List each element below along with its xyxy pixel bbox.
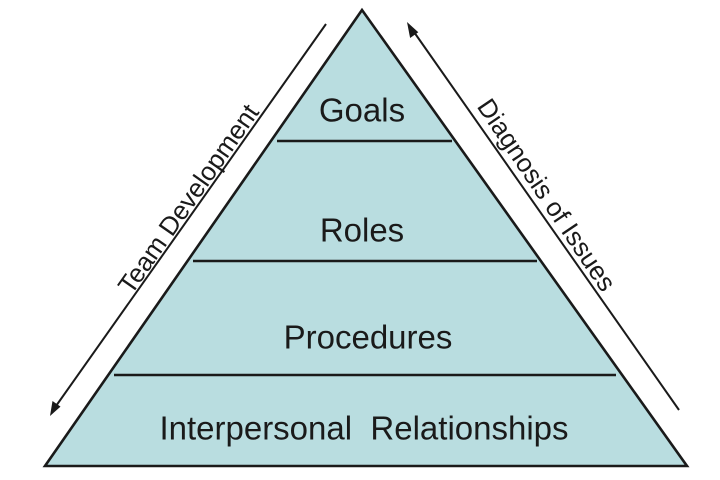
team-development-arrow-head	[50, 401, 61, 416]
pyramid-fill	[45, 10, 687, 466]
diagnosis-arrow-shaft	[413, 31, 680, 411]
level-goals-label: Goals	[319, 92, 405, 129]
level-relationships-label: Interpersonal Relationships	[159, 410, 568, 447]
level-roles-label: Roles	[320, 212, 404, 249]
pyramid-outline	[42, 7, 690, 468]
diagnosis-arrow-head	[407, 22, 419, 38]
team-development-arrow	[50, 23, 327, 416]
team-development-arrow-shaft	[55, 23, 327, 407]
diagnosis-of-issues-arrow	[407, 22, 680, 411]
level-procedures-label: Procedures	[284, 319, 453, 356]
